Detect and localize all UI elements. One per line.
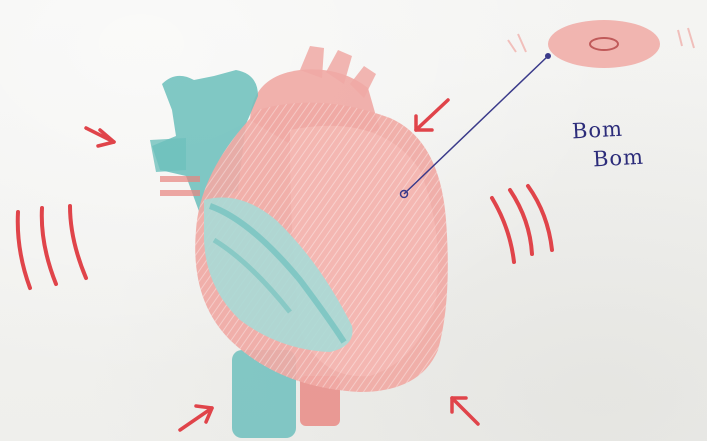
beat-line-right-icon: [492, 186, 552, 262]
cell-icon: [508, 20, 694, 68]
beat-line-left-icon: [18, 206, 86, 288]
caption-bom-1: Bom: [571, 117, 623, 144]
caption-bom-2: Bom: [592, 145, 644, 172]
